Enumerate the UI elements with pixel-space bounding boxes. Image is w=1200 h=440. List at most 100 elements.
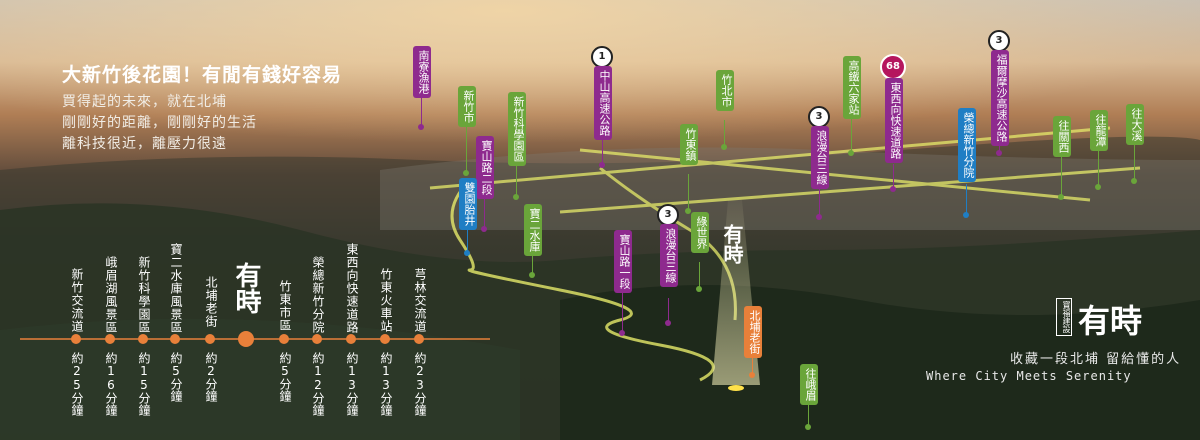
label-dot [1095, 184, 1101, 190]
label-stem [688, 174, 689, 210]
map-label-baoshan-rd-2: 寶山路二段 [476, 136, 494, 199]
subtitle-line-1: 買得起的未來，就在北埔 [62, 94, 227, 110]
timeline-time: 約12分鐘 [311, 352, 325, 416]
label-dot [963, 212, 969, 218]
timeline-time: 約5分鐘 [169, 352, 183, 402]
label-dot [816, 214, 822, 220]
timeline-place: 新竹科學園區 [137, 256, 151, 334]
map-label-zhubei-city: 竹北市 [716, 70, 734, 111]
highway-shield-icon: 68 [880, 54, 906, 80]
label-dot [481, 226, 487, 232]
map-label-baoshan-rd-1: 寶山路一段 [614, 230, 632, 293]
timeline-place: 峨眉湖風景區 [104, 256, 118, 334]
label-stem [851, 118, 852, 152]
label-stem [699, 262, 700, 288]
timeline-place: 新竹交流道 [70, 268, 84, 333]
label-stem [1098, 150, 1099, 186]
highway-shield-icon: 1 [591, 46, 613, 68]
timeline-time: 約25分鐘 [70, 352, 84, 416]
label-stem [1061, 156, 1062, 196]
timeline-place: 榮總新竹分院 [311, 256, 325, 334]
timeline-place: 東西向快速道路 [345, 243, 359, 334]
timeline-place: 竹東火車站 [379, 268, 393, 333]
label-stem [602, 140, 603, 164]
timeline-time: 約2分鐘 [204, 352, 218, 402]
timeline-dot [312, 334, 322, 344]
label-stem [421, 96, 422, 126]
highway-shield-icon: 3 [988, 30, 1010, 52]
brand-seal: 寶福建設 [1056, 298, 1072, 336]
timeline-dot [346, 334, 356, 344]
brand-name: 有時 [1078, 302, 1143, 340]
label-dot [1131, 178, 1137, 184]
timeline-time: 約23分鐘 [413, 352, 427, 416]
highway-shield-icon: 3 [808, 106, 830, 128]
site-name-label: 有時 [720, 224, 744, 264]
label-stem [516, 166, 517, 196]
map-label-shuangyuan: 雙園胎井 [459, 178, 477, 230]
label-dot [599, 162, 605, 168]
label-stem [752, 356, 753, 374]
label-dot [513, 194, 519, 200]
label-dot [721, 144, 727, 150]
timeline-dot [205, 334, 215, 344]
timeline-time: 約13分鐘 [345, 352, 359, 416]
map-label-zhudong-town: 竹東鎮 [680, 124, 698, 165]
timeline-dot [380, 334, 390, 344]
highway-shield-icon: 3 [657, 204, 679, 226]
label-stem [1134, 144, 1135, 180]
map-label-hsr-liujia: 高鐵六家站 [843, 56, 861, 119]
brand-english: Where City Meets Serenity [926, 369, 1132, 383]
timeline-center-label: 有時 [231, 262, 261, 314]
label-stem [999, 136, 1000, 152]
label-dot [890, 186, 896, 192]
subtitle-line-2: 剛剛好的距離，剛剛好的生活 [62, 115, 257, 131]
timeline-place: 芎林交流道 [413, 268, 427, 333]
label-dot [464, 250, 470, 256]
label-stem [893, 164, 894, 188]
label-dot [749, 372, 755, 378]
label-dot [996, 150, 1002, 156]
timeline-time: 約15分鐘 [137, 352, 151, 416]
map-label-bao2-reservoir: 寶二水庫 [524, 204, 542, 256]
label-dot [619, 330, 625, 336]
timeline-center-dot [238, 331, 254, 347]
timeline-dot [170, 334, 180, 344]
label-stem [966, 184, 967, 214]
label-stem [467, 228, 468, 252]
timeline-time: 約13分鐘 [379, 352, 393, 416]
timeline-time: 約5分鐘 [278, 352, 292, 402]
map-label-vghs-hsinchu: 榮總新竹分院 [958, 108, 976, 182]
timeline-dot [279, 334, 289, 344]
map-label-romantic-route3-north: 浪漫台三線 [811, 126, 829, 189]
label-dot [685, 208, 691, 214]
label-stem [819, 186, 820, 216]
label-stem [622, 292, 623, 332]
label-dot [463, 170, 469, 176]
label-stem [532, 254, 533, 274]
label-stem [484, 198, 485, 228]
site-marker [728, 385, 744, 391]
map-label-nanliao-harbor: 南寮漁港 [413, 46, 431, 98]
map-label-green-world: 綠世界 [691, 212, 709, 253]
timeline-dot [138, 334, 148, 344]
headline: 大新竹後花園！有閒有錢好容易 [62, 64, 343, 86]
map-label-to-emei: 往峨眉 [800, 364, 818, 405]
map-label-hsinchu-city: 新竹市 [458, 86, 476, 127]
label-dot [696, 286, 702, 292]
label-stem [668, 298, 669, 322]
map-label-romantic-route3-south: 浪漫台三線 [660, 224, 678, 287]
label-dot [805, 424, 811, 430]
brand-tagline: 收藏一段北埔 留給懂的人 [1010, 352, 1182, 367]
map-label-to-longtan: 往龍潭 [1090, 110, 1108, 151]
label-stem [724, 120, 725, 146]
label-dot [418, 124, 424, 130]
timeline-place: 北埔老街 [204, 276, 218, 328]
subtitle-line-3: 離科技很近，離壓力很遠 [62, 136, 227, 152]
label-dot [1058, 194, 1064, 200]
map-label-to-daxi: 往大溪 [1126, 104, 1144, 145]
timeline-dot [414, 334, 424, 344]
label-dot [665, 320, 671, 326]
label-stem [808, 404, 809, 426]
